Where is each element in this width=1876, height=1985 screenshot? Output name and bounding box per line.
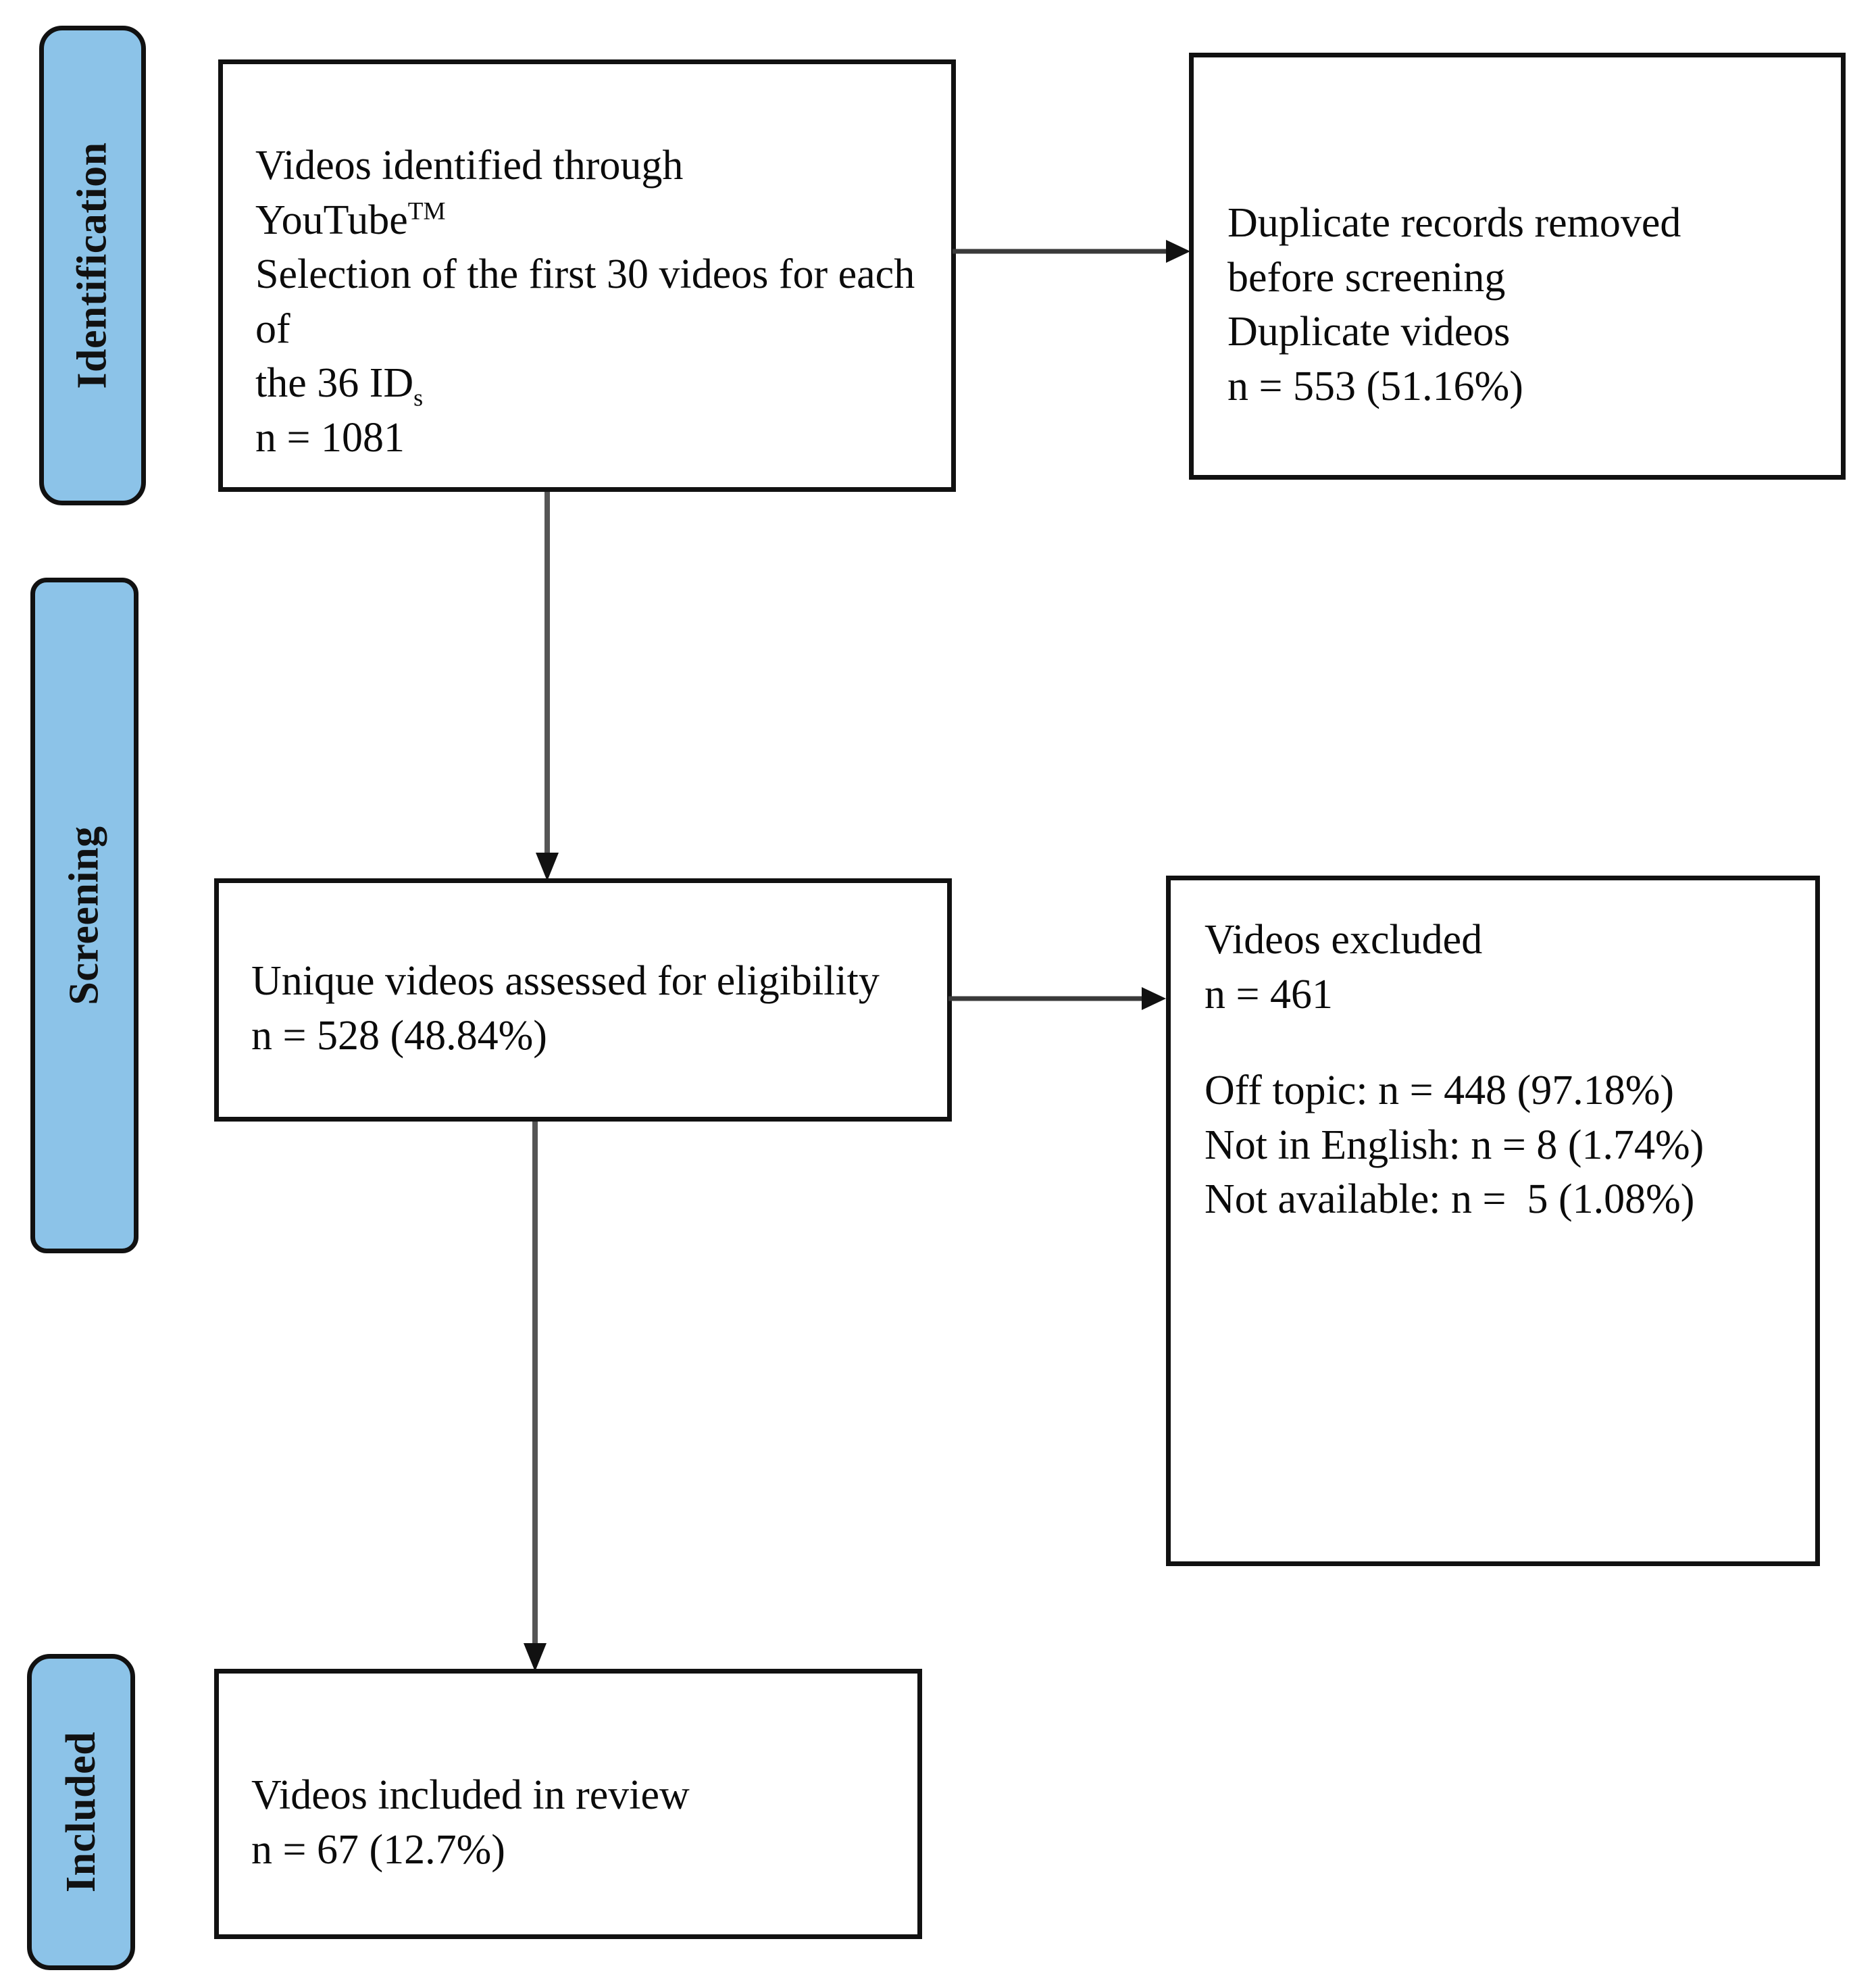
stage-label-included: Included bbox=[58, 1731, 105, 1893]
excluded-line-2: n = 461 bbox=[1205, 971, 1333, 1017]
included-line-1: Videos included in review bbox=[251, 1772, 690, 1818]
identified-line-5: n = 1081 bbox=[255, 414, 405, 461]
stage-bar-identification: Identification bbox=[39, 26, 146, 505]
eligibility-line-1: Unique videos assessed for eligibility bbox=[251, 958, 880, 1004]
connector-identified-to-eligibility bbox=[534, 492, 561, 882]
excluded-blank-line bbox=[1205, 1022, 1795, 1063]
excluded-line-5: Not available: n = 5 (1.08%) bbox=[1205, 1176, 1695, 1223]
connector-identified-to-duplicates bbox=[953, 238, 1196, 265]
trademark-superscript: TM bbox=[407, 197, 446, 225]
excluded-line-4: Not in English: n = 8 (1.74%) bbox=[1205, 1122, 1704, 1168]
box-duplicate-records-removed: Duplicate records removed before screeni… bbox=[1189, 53, 1846, 480]
duplicates-line-1: Duplicate records removed bbox=[1227, 200, 1681, 246]
identified-line-2: YouTubeTM bbox=[255, 193, 931, 248]
included-line-2: n = 67 (12.7%) bbox=[251, 1826, 505, 1873]
stage-label-identification: Identification bbox=[70, 142, 116, 389]
eligibility-line-2: n = 528 (48.84%) bbox=[251, 1012, 547, 1059]
duplicates-line-4: n = 553 (51.16%) bbox=[1227, 363, 1523, 409]
identified-line-2-main: YouTube bbox=[255, 197, 408, 243]
stage-bar-screening: Screening bbox=[30, 578, 138, 1253]
box-videos-identified: Videos identified through YouTubeTM Sele… bbox=[218, 59, 956, 492]
duplicates-line-2: before screening bbox=[1227, 254, 1506, 301]
box-unique-videos-assessed: Unique videos assessed for eligibility n… bbox=[214, 878, 952, 1122]
stage-label-screening: Screening bbox=[61, 826, 107, 1005]
identified-line-3: Selection of the first 30 videos for eac… bbox=[255, 251, 926, 352]
connector-eligibility-to-included bbox=[522, 1122, 549, 1673]
stage-bar-included: Included bbox=[27, 1654, 135, 1970]
identified-line-1: Videos identified through bbox=[255, 143, 684, 189]
identified-line-4-main: the 36 ID bbox=[255, 360, 414, 407]
ids-subscript: s bbox=[413, 384, 424, 411]
box-videos-excluded: Videos excluded n = 461 Off topic: n = 4… bbox=[1166, 876, 1820, 1566]
excluded-line-1: Videos excluded bbox=[1205, 917, 1483, 963]
connector-eligibility-to-excluded bbox=[948, 985, 1171, 1012]
duplicates-line-3: Duplicate videos bbox=[1227, 309, 1511, 355]
box-videos-included-in-review: Videos included in review n = 67 (12.7%) bbox=[214, 1669, 922, 1939]
excluded-line-3: Off topic: n = 448 (97.18%) bbox=[1205, 1067, 1675, 1114]
identified-line-4: the 36 IDs bbox=[255, 356, 931, 411]
